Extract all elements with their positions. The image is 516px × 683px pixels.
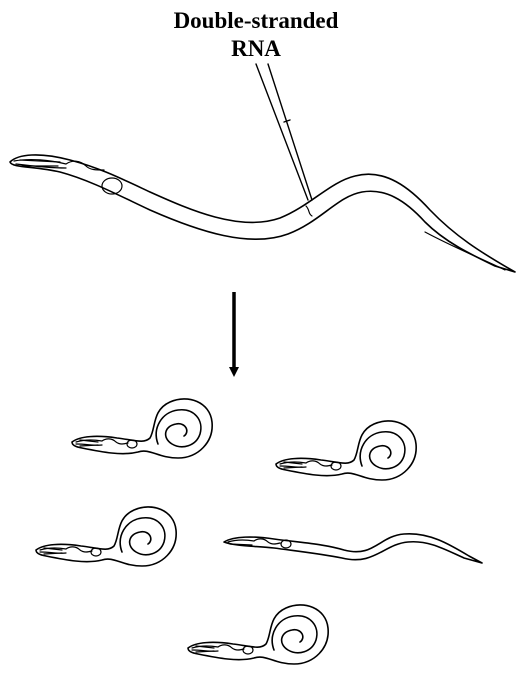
label-line-1: Double-stranded — [174, 8, 339, 33]
injection-needle — [256, 64, 312, 200]
offspring-worm-coiled-1 — [72, 399, 212, 458]
parent-worm — [10, 155, 515, 272]
offspring-worm-coiled-2 — [276, 421, 416, 480]
offspring-worm-coiled-4 — [188, 605, 328, 664]
offspring-worm-straight — [224, 534, 482, 563]
offspring-worm-coiled-3 — [36, 507, 176, 566]
label-line-2: RNA — [231, 36, 281, 61]
